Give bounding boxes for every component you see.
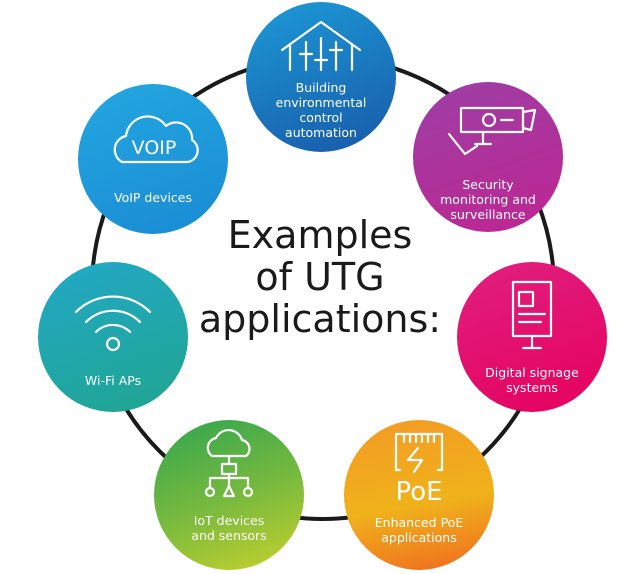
node-label: Digital signage systems [485,365,579,395]
voip-icon-text: VOIP [132,137,177,159]
node-digital-signage: Digital signage systems [457,262,607,412]
wifi-icon [74,295,152,352]
node-label: VoIP devices [114,190,192,205]
node-building-automation: Building environmental control automatio… [246,2,396,152]
node-iot-devices: IoT devices and sensors [154,420,304,570]
node-enhanced-poe: PoE Enhanced PoE applications [344,420,494,570]
node-label: Security monitoring and surveillance [440,177,536,222]
cloud-voip-icon: VOIP [113,115,199,164]
diagram-title: Examples of UTG applications: [190,214,450,340]
cloud-network-icon [204,428,254,498]
house-sliders-icon [280,20,362,72]
node-label: Wi-Fi APs [84,373,142,388]
node-label: Building environmental control automatio… [275,80,367,140]
title-line: Examples [227,213,413,257]
node-wifi-aps: Wi-Fi APs [38,262,188,412]
security-camera-icon [447,106,537,156]
node-label: Enhanced PoE applications [374,515,464,545]
node-security-surveillance: Security monitoring and surveillance [413,82,563,232]
signage-kiosk-icon [511,280,553,350]
node-label: IoT devices and sensors [191,513,267,543]
title-line: applications: [198,297,442,341]
title-line: of UTG [255,255,385,299]
ethernet-power-icon: PoE [394,432,444,507]
poe-icon-text: PoE [395,477,442,507]
node-voip-devices: VOIP VoIP devices [78,84,228,234]
